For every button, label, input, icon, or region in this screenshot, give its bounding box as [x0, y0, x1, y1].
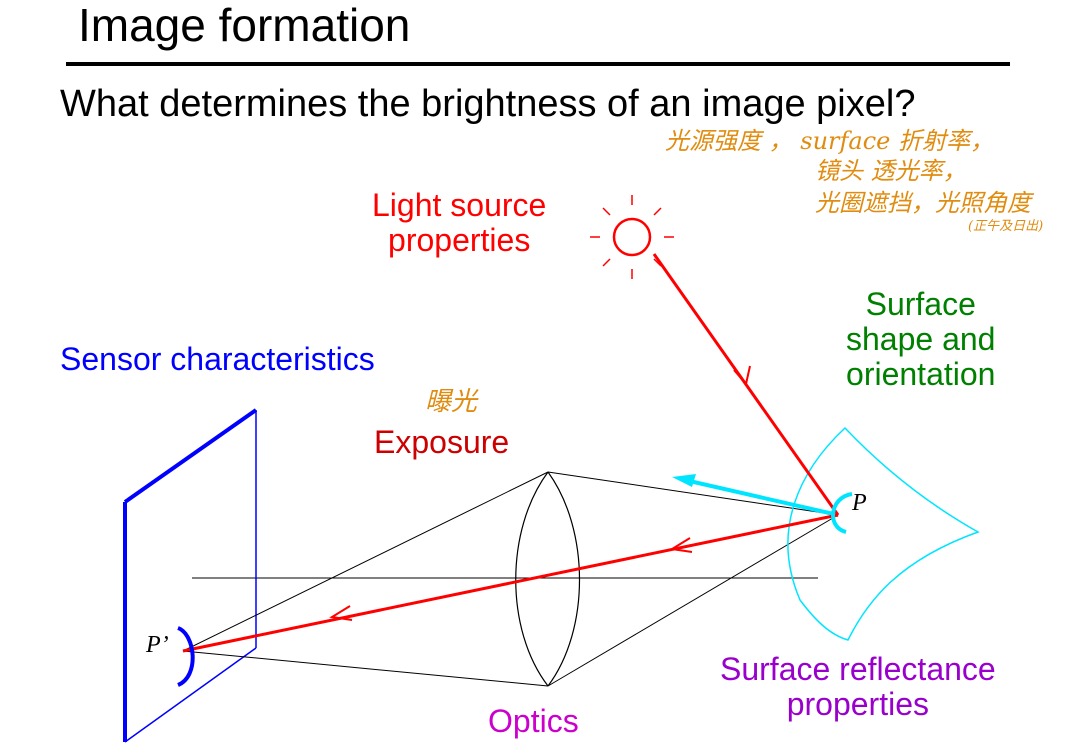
light-source-line-1: Light source [372, 187, 547, 223]
slide-question: What determines the brightness of an ima… [60, 83, 916, 125]
surface-shape-line-2: shape and [846, 321, 996, 358]
sun-rays-icon [590, 195, 674, 279]
surface-reflectance-line-2: properties [786, 686, 929, 723]
surface-shape-line-3: orientation [846, 356, 996, 393]
sensor-plane-front-edge [123, 408, 258, 504]
cone-p-to-lens-top [547, 471, 839, 516]
optics-label: Optics [488, 703, 579, 739]
exposure-annotation: 曝光 [425, 387, 478, 417]
reflected-ray-arrow-icon-2 [329, 605, 353, 621]
exposure-label: Exposure [374, 424, 510, 460]
point-p-label: P [851, 490, 867, 516]
surface-shape-line-1: Surface [865, 286, 976, 322]
sensor-plane-bottom-edge [124, 647, 257, 743]
surface-normal-arrow [684, 478, 839, 517]
light-source-sun-icon [612, 217, 652, 257]
title-underline [66, 62, 1010, 66]
reflected-ray-arrow-icon [669, 537, 693, 553]
surface-normal-arrowhead [672, 474, 696, 487]
annotation-line-1: 光源强度 ， surface 折射率， [665, 127, 994, 155]
slide-title: Image formation [78, 0, 411, 51]
reflectance-arc-p [831, 492, 853, 534]
cone-lens-top-to-pprime [182, 471, 549, 652]
sensor-arc-pprime [177, 626, 195, 687]
lens-right-curve [547, 471, 581, 687]
surface-patch [787, 426, 980, 641]
point-p-prime-label: P’ [145, 632, 169, 658]
annotation-line-4: (正午及日出) [968, 219, 1044, 234]
cone-lens-bottom-to-pprime [182, 650, 549, 687]
light-source-line-2: properties [388, 222, 531, 259]
surface-reflectance-line-1: Surface reflectance [720, 651, 996, 687]
reflected-light-ray [182, 513, 839, 653]
sensor-label: Sensor characteristics [60, 341, 375, 377]
annotation-line-2: 镜头 透光率， [815, 157, 967, 185]
incident-ray-arrow-icon [733, 365, 751, 387]
annotation-line-3: 光圈遮挡，光照角度 [815, 189, 1031, 217]
lens-left-curve [515, 471, 549, 687]
cone-p-to-lens-bottom [547, 514, 839, 687]
